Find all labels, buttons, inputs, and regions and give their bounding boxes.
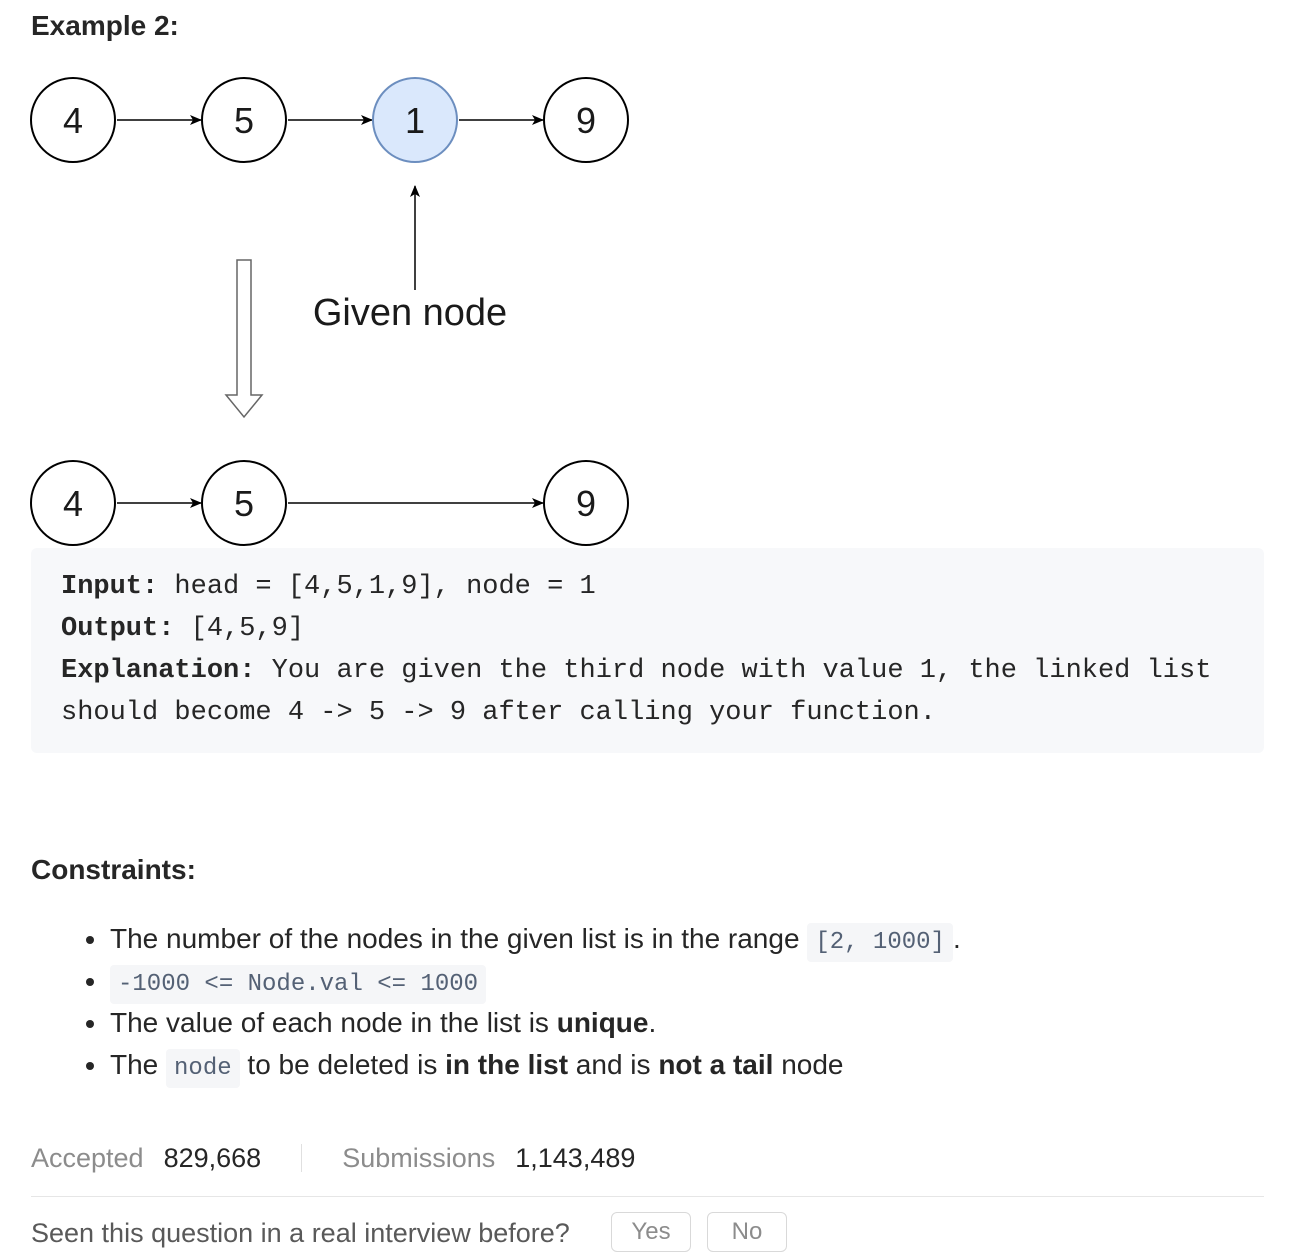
transform-down-arrow [224,259,264,419]
constraint-text: . [952,923,961,954]
accepted-count: 829,668 [163,1142,262,1173]
constraint-text: node [773,1049,844,1080]
constraint-item: The value of each node in the list is un… [80,1002,961,1044]
section-divider [31,1196,1264,1197]
output-value: [4,5,9] [174,614,305,644]
input-label: Input: [61,572,159,602]
constraint-item: The node to be deleted is in the list an… [80,1044,961,1088]
node-value: 4 [63,483,83,524]
explanation-line: Explanation: You are given the third nod… [61,650,1234,692]
output-label: Output: [61,614,175,644]
feedback-question: Seen this question in a real interview b… [31,1218,570,1248]
constraint-code: node [166,1049,240,1088]
yes-button[interactable]: Yes [611,1212,691,1252]
node-value: 9 [576,483,596,524]
constraint-text: and is [568,1049,659,1080]
list-node: 4 [30,77,116,163]
list-node: 9 [543,460,629,546]
example-heading: Example 2: [31,10,179,41]
input-value: head = [4,5,1,9], node = 1 [158,572,596,602]
list-node: 5 [201,77,287,163]
list-node: 5 [201,460,287,546]
explanation-line-2: should become 4 -> 5 -> 9 after calling … [61,698,936,728]
constraint-text: . [648,1007,657,1038]
no-button[interactable]: No [707,1212,787,1252]
constraint-item: -1000 <= Node.val <= 1000 [80,960,961,1004]
constraint-text: The [110,1049,167,1080]
node-value: 5 [234,100,254,141]
constraint-code: [2, 1000] [807,923,953,962]
example-code-block: Input: head = [4,5,1,9], node = 1 Output… [31,548,1264,753]
node-value: 5 [234,483,254,524]
submission-stats: Accepted 829,668 Submissions 1,143,489 [31,1138,635,1178]
given-list-node: 1 [372,77,458,163]
explanation-text: You are given the third node with value … [255,656,1212,686]
constraint-text: The value of each node in the list is [110,1007,557,1038]
accepted-label: Accepted [31,1142,144,1173]
given-node-label: Given node [313,292,507,334]
constraint-text: to be deleted is [239,1049,446,1080]
constraints-list: The number of the nodes in the given lis… [80,918,961,1088]
node-value: 1 [405,100,425,141]
linked-list-diagram: 4 5 1 9 Given node 4 5 9 [30,77,629,546]
node-value: 4 [63,100,83,141]
stats-divider [301,1144,303,1172]
output-line: Output: [4,5,9] [61,608,1234,650]
input-line: Input: head = [4,5,1,9], node = 1 [61,566,1234,608]
submissions-count: 1,143,489 [515,1142,636,1173]
list-node: 9 [543,77,629,163]
submissions-label: Submissions [342,1142,496,1173]
constraint-item: The number of the nodes in the given lis… [80,918,961,962]
constraint-bold: not a tail [658,1049,774,1080]
constraint-code: -1000 <= Node.val <= 1000 [110,965,487,1004]
constraints-heading: Constraints: [31,854,196,885]
node-value: 9 [576,100,596,141]
explanation-label: Explanation: [61,656,256,686]
constraint-bold: unique [556,1007,649,1038]
constraint-text: The number of the nodes in the given lis… [110,923,808,954]
constraint-bold: in the list [445,1049,569,1080]
list-node: 4 [30,460,116,546]
